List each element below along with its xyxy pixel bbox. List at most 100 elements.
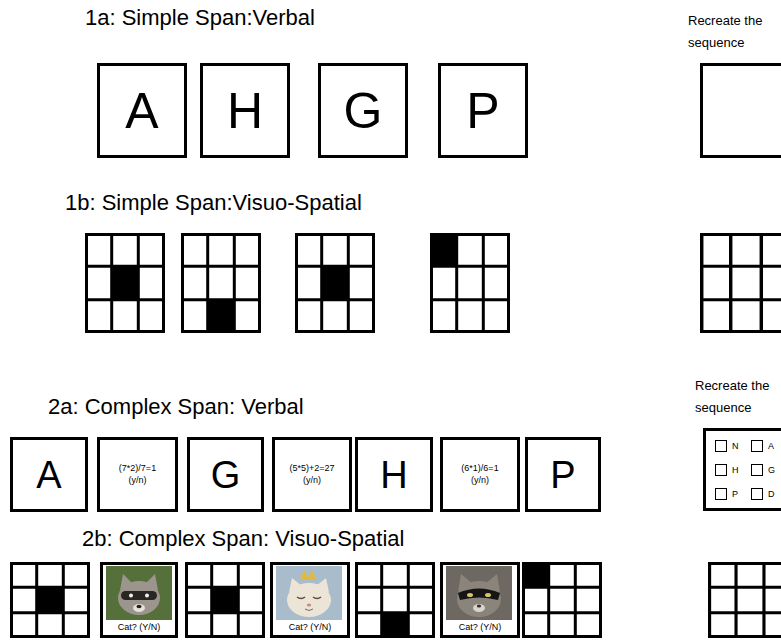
text-holder: Cat? (Y/N)	[103, 616, 175, 634]
stimulus-letter: P	[550, 456, 575, 494]
checkbox	[715, 488, 727, 500]
section-heading: 1b: Simple Span:Visuo-Spatial	[65, 190, 362, 215]
location-grid	[430, 233, 510, 333]
response-box: Recreate the sequenceNAHGPD	[703, 428, 781, 511]
location-grid	[295, 233, 375, 333]
stimulus-box: H	[200, 63, 290, 158]
stimulus-letter: P	[466, 86, 499, 136]
option-letter: G	[768, 465, 775, 476]
stimulus-letter: G	[211, 456, 241, 494]
animal-eye	[467, 593, 473, 597]
text-holder: G	[321, 66, 405, 155]
animal-mouth	[305, 609, 313, 611]
instruction-text: Recreate the sequence	[688, 10, 774, 54]
filled-cell	[322, 266, 349, 299]
stimulus-box: A	[10, 437, 88, 512]
heading-text: 2b: Complex Span: Visuo-Spatial	[82, 526, 404, 551]
animal-head	[118, 581, 160, 615]
filled-cells	[37, 233, 549, 638]
stimulus-letter: A	[125, 86, 158, 136]
stimulus-letter: H	[380, 456, 407, 494]
equation-text: (7*2)/7=1 (y/n)	[119, 463, 156, 486]
instruction-text: Recreate the sequence	[695, 375, 781, 419]
text-holder: G	[751, 464, 775, 476]
stimulus-letter: H	[227, 86, 263, 136]
location-grid	[185, 562, 265, 638]
section-heading: 1a: Simple Span:Verbal	[85, 5, 315, 30]
text-holder: Cat? (Y/N)	[273, 616, 347, 634]
section-heading: 2a: Complex Span: Verbal	[48, 394, 304, 419]
animal-muzzle	[133, 604, 145, 612]
animal-nose	[137, 605, 142, 609]
text-holder: A	[100, 66, 184, 155]
stimulus-box: P	[525, 437, 601, 512]
heading-text: 2a: Complex Span: Verbal	[48, 394, 304, 419]
photo-background	[106, 566, 172, 620]
animal-eye	[129, 594, 133, 598]
animal-eye	[297, 597, 305, 599]
filled-cell	[112, 266, 139, 299]
text-holder: P	[441, 66, 525, 155]
text-holder: G	[190, 440, 261, 509]
raccoon-photo	[106, 566, 172, 620]
option-letter: D	[768, 489, 775, 500]
animal-head	[457, 581, 501, 617]
question-text: Cat? (Y/N)	[458, 622, 503, 632]
text-holder: N	[715, 440, 739, 452]
text-holder: P	[715, 488, 738, 500]
text-holder: H	[358, 440, 430, 509]
option-letter: H	[732, 465, 739, 476]
animal-eye	[313, 597, 321, 599]
animal-nose	[477, 605, 481, 608]
animal-head	[287, 583, 331, 617]
location-grid	[85, 233, 165, 333]
text-holder: (5*5)+2=27 (y/n)	[275, 440, 349, 509]
text-holder: A	[751, 440, 774, 452]
stimulus-box: P	[438, 63, 528, 158]
filled-cell	[212, 587, 239, 612]
heading-text: 1b: Simple Span:Visuo-Spatial	[65, 190, 362, 215]
checkbox	[751, 440, 763, 452]
animal-eye	[485, 593, 491, 597]
animal-eye	[145, 594, 149, 598]
equation-box: (5*5)+2=27 (y/n)	[272, 437, 352, 512]
text-holder: (7*2)/7=1 (y/n)	[100, 440, 175, 509]
text-holder: Recreate the sequence	[688, 10, 774, 54]
option-letter: A	[768, 441, 774, 452]
animal-nose	[307, 604, 311, 607]
response-grid	[708, 562, 781, 638]
crown	[300, 570, 316, 580]
location-grids	[10, 233, 781, 638]
equation-text: (6*1)/6=1 (y/n)	[461, 463, 498, 486]
location-grid	[355, 562, 435, 638]
filled-cell	[430, 233, 457, 266]
stimulus-letter: G	[344, 86, 383, 136]
filled-cell	[522, 562, 549, 587]
photo-background	[446, 566, 512, 620]
option-letter: P	[732, 489, 738, 500]
cat-photo	[276, 566, 342, 620]
response-grid	[700, 233, 781, 333]
picture-card: Cat? (Y/N)	[440, 562, 520, 638]
question-text: Cat? (Y/N)	[288, 622, 333, 632]
option-letter: N	[732, 441, 739, 452]
text-holder: Cat? (Y/N)	[443, 616, 517, 634]
picture-card: Cat? (Y/N)	[100, 562, 178, 638]
filled-cell	[37, 587, 64, 612]
stimulus-box: H	[355, 437, 433, 512]
stimulus-box: A	[97, 63, 187, 158]
question-text: Cat? (Y/N)	[117, 622, 162, 632]
text-holder: (6*1)/6=1 (y/n)	[443, 440, 517, 509]
checkbox	[715, 440, 727, 452]
equation-box: (7*2)/7=1 (y/n)	[97, 437, 178, 512]
heading-text: 1a: Simple Span:Verbal	[85, 5, 315, 30]
checkbox	[751, 464, 763, 476]
photo-background	[276, 566, 342, 620]
checkbox	[751, 488, 763, 500]
stimulus-box: G	[187, 437, 264, 512]
text-holder: D	[751, 488, 775, 500]
text-holder: Recreate the sequence	[695, 375, 781, 419]
location-grid	[10, 562, 90, 638]
equation-box: (6*1)/6=1 (y/n)	[440, 437, 520, 512]
